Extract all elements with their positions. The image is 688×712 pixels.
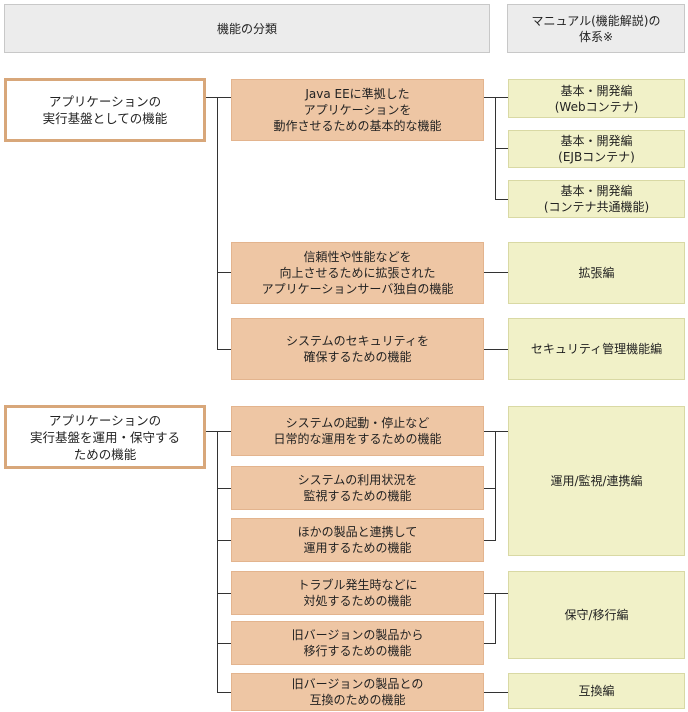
function-security: システムのセキュリティを 確保するための機能: [231, 318, 484, 380]
connector-line: [217, 431, 218, 692]
connector-line: [495, 148, 508, 149]
connector-line: [217, 540, 231, 541]
manual-operation-monitoring-integration: 運用/監視/連携編: [508, 406, 685, 556]
connector-line: [217, 488, 231, 489]
function-migration: 旧バージョンの製品から 移行するための機能: [231, 621, 484, 665]
header-classification: 機能の分類: [4, 4, 490, 53]
function-extended-reliability: 信頼性や性能などを 向上させるために拡張された アプリケーションサーバ独自の機能: [231, 242, 484, 304]
manual-basic-ejb-container: 基本・開発編 (EJBコンテナ): [508, 130, 685, 168]
connector-line: [206, 431, 231, 432]
connector-line: [484, 593, 508, 594]
function-daily-operation: システムの起動・停止など 日常的な運用をするための機能: [231, 406, 484, 456]
connector-line: [206, 97, 231, 98]
connector-line: [217, 593, 231, 594]
connector-line: [484, 349, 508, 350]
function-java-ee-basic: Java EEに準拠した アプリケーションを 動作させるための基本的な機能: [231, 79, 484, 141]
connector-line: [217, 692, 231, 693]
connector-line: [484, 97, 508, 98]
manual-basic-container-common: 基本・開発編 (コンテナ共通機能): [508, 180, 685, 218]
connector-line: [484, 692, 508, 693]
category-operation-maintenance: アプリケーションの 実行基盤を運用・保守する ための機能: [4, 405, 206, 469]
manual-extended: 拡張編: [508, 242, 685, 304]
connector-line: [217, 97, 218, 349]
manual-security-management: セキュリティ管理機能編: [508, 318, 685, 380]
category-runtime-platform: アプリケーションの 実行基盤としての機能: [4, 78, 206, 142]
manual-maintenance-migration: 保守/移行編: [508, 571, 685, 659]
connector-line: [484, 431, 508, 432]
connector-line: [495, 593, 496, 644]
manual-basic-web-container: 基本・開発編 (Webコンテナ): [508, 79, 685, 118]
connector-line: [484, 643, 496, 644]
connector-line: [484, 272, 508, 273]
connector-line: [217, 272, 231, 273]
function-troubleshooting: トラブル発生時などに 対処するための機能: [231, 571, 484, 615]
manual-compatibility: 互換編: [508, 673, 685, 709]
connector-line: [217, 643, 231, 644]
header-manual-system: マニュアル(機能解説)の 体系※: [507, 4, 685, 53]
connector-line: [217, 349, 231, 350]
connector-line: [495, 199, 508, 200]
connector-line: [495, 431, 496, 541]
function-product-integration: ほかの製品と連携して 運用するための機能: [231, 518, 484, 562]
connector-line: [484, 488, 496, 489]
connector-line: [484, 540, 496, 541]
function-monitoring: システムの利用状況を 監視するための機能: [231, 466, 484, 510]
function-compatibility: 旧バージョンの製品との 互換のための機能: [231, 673, 484, 711]
